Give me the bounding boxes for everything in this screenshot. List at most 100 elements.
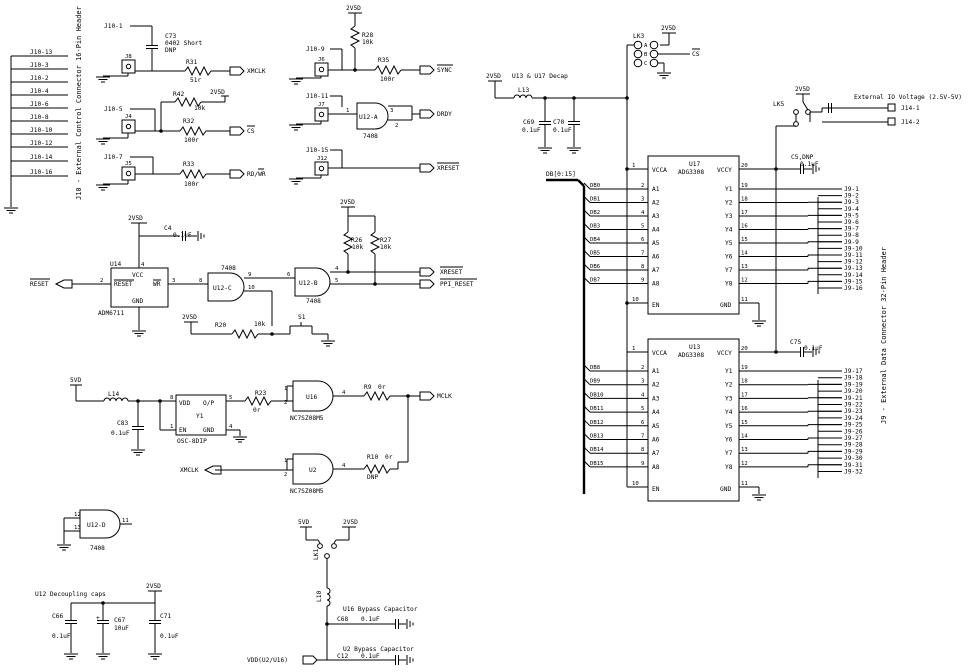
j9-pin-label: J9-27 [844, 435, 863, 442]
pin-num: 5 [641, 224, 644, 230]
db-signal-label: DB12 [590, 420, 603, 426]
y1-part: OSC-8DIP [177, 438, 207, 445]
j10-pin: J10-4 [11, 88, 68, 96]
y-pin-label: Y7 [725, 450, 733, 457]
j10-pin-label: J10-8 [30, 114, 49, 121]
u12c-label: U12-C [213, 285, 232, 292]
u14-vcc: VCC [132, 272, 143, 279]
lk5-label: LK5 [773, 101, 784, 108]
u14-reset-pin: RESET [114, 281, 133, 288]
cs-port [229, 126, 245, 136]
j9-pin-label: J9-30 [844, 455, 863, 462]
j9-pin-label: J9-12 [844, 259, 863, 266]
u12a-part: 7408 [363, 133, 378, 140]
pin-num: 2 [100, 278, 103, 284]
db-signal-label: DB0 [590, 183, 600, 189]
j9-pin-label: J9-31 [844, 462, 863, 469]
j9-pin: J9-16 [818, 285, 863, 292]
sync-port [419, 65, 435, 75]
j9-pin-label: J9-28 [844, 442, 863, 449]
j14-1-label: J14-1 [901, 105, 920, 112]
u14-label: U14 [110, 261, 121, 268]
j9-pin-label: J9-24 [844, 415, 863, 422]
j10-pin-label: J10-14 [30, 154, 53, 161]
j9-pin: J9-6 [818, 219, 859, 226]
j9-pin-label: J9-9 [844, 239, 859, 246]
r26-label: R26 [351, 237, 362, 244]
j10-pin-label: J10-16 [30, 169, 53, 176]
c12-value: 0.1uF [361, 653, 380, 660]
oscillator-block: 5VD L14 C83 0.1uF VDD O/P EN GND Y1 OSC-… [70, 377, 452, 495]
j10-pin: J10-12 [11, 140, 68, 148]
ppi-reset-label: PPI_RESET [440, 281, 474, 288]
a-pin-label: A8 [652, 281, 660, 288]
r28-supply: 2V5D [346, 5, 361, 12]
j9-pin-label: J9-25 [844, 422, 863, 429]
r42-resistor [174, 96, 202, 108]
u17-part: ADG3308 [678, 169, 704, 176]
pin-num: 9 [248, 272, 251, 278]
db-signal-label: DB2 [590, 210, 600, 216]
pin-num: 4 [641, 392, 645, 398]
pin-num: 2 [395, 123, 398, 129]
decap-title: U13 & U17 Decap [512, 73, 568, 80]
y-pin-label: Y8 [725, 281, 733, 288]
j9-pin-label: J9-15 [844, 278, 863, 285]
db-signal-label: DB4 [590, 237, 601, 243]
a-pin-label: A4 [652, 409, 660, 416]
l13-inductor [513, 94, 533, 99]
pin-num: 15 [741, 420, 748, 426]
u16-bypass-title: U16 Bypass Capacitor [343, 606, 418, 613]
pin-num: 12 [74, 512, 81, 518]
j9-pin-label: J9-4 [844, 206, 859, 213]
lk1-label: LK1 [313, 549, 320, 560]
r31-resistor [184, 65, 212, 77]
r42-label: R42 [173, 91, 184, 98]
db-signal-label: DB14 [590, 447, 604, 453]
u12c-part: 7408 [221, 265, 236, 272]
pin-num: 10 [632, 481, 639, 487]
j9-pin: J9-10 [818, 245, 863, 252]
c71-label: C71 [160, 613, 171, 620]
c70-label: C70 [553, 119, 564, 126]
r31-label: R31 [186, 59, 197, 66]
j9-pin-label: J9-22 [844, 402, 863, 409]
pin-num: 11 [741, 481, 748, 487]
u17-gnd: GND [720, 302, 731, 309]
a-pin-label: A7 [652, 450, 660, 457]
db-signal-label: DB3 [590, 224, 600, 230]
bypass-block: 5VD 2V5D LK1 L10 U16 Bypass Capacitor C6… [247, 519, 418, 666]
pin-num: 20 [741, 163, 748, 169]
pin-num: 1 [284, 458, 287, 464]
pin-num: 18 [741, 379, 748, 385]
r32-resistor [179, 125, 207, 137]
db-signal-label: DB6 [590, 264, 600, 270]
pin-num: 3 [390, 108, 393, 114]
pin-num: 1 [632, 346, 635, 352]
u13-gnd: GND [720, 486, 731, 493]
j7-label: J7 [318, 102, 325, 108]
r35-label: R35 [378, 57, 389, 64]
pin-num: 6 [287, 272, 290, 278]
c69-label: C69 [523, 119, 534, 126]
j10-15-label: J10-15 [306, 147, 329, 154]
c5-value: 0.1uF [800, 161, 819, 168]
db-signal-label: DB5 [590, 251, 600, 257]
pin-num: 7 [641, 434, 644, 440]
xreset-top-label: XRESET [437, 165, 460, 172]
r26-supply: 2V5D [340, 199, 355, 206]
j10-pin: J10-13 [11, 49, 68, 57]
j9-pin: J9-18 [818, 375, 863, 382]
r32-value: 100r [184, 137, 199, 144]
y1-oscillator [175, 394, 227, 436]
a-pin-label: A3 [652, 213, 660, 220]
